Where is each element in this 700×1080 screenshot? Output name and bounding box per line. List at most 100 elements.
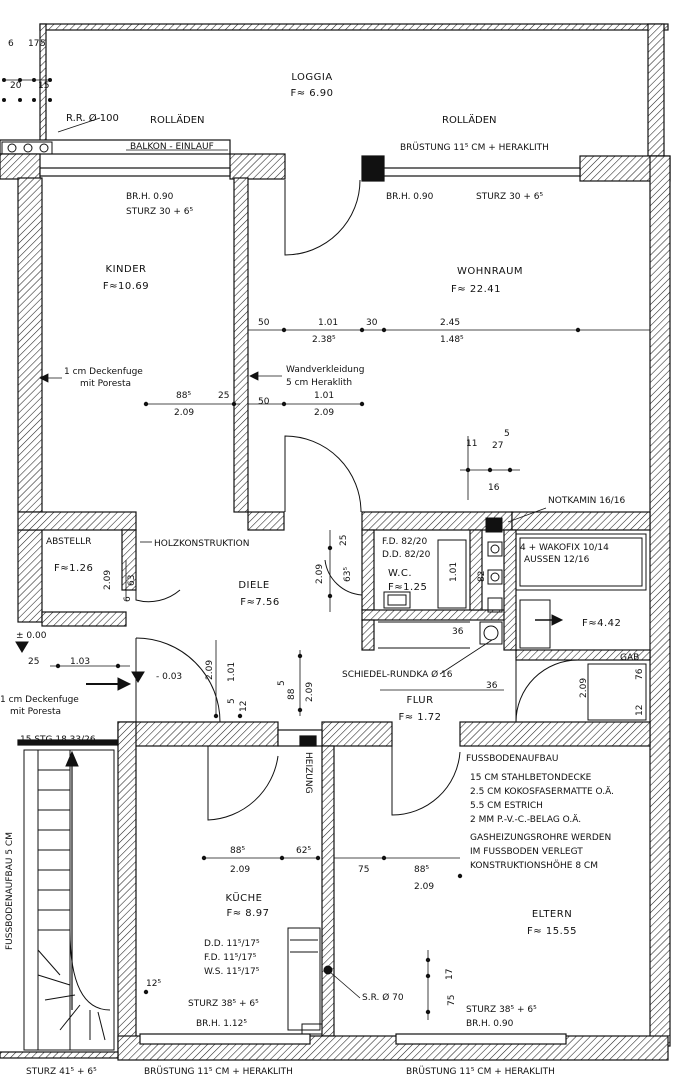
dim-label: 27 [492, 441, 503, 451]
room-area-kinder: F≈10.69 [103, 281, 149, 292]
dim-label: 1.48⁵ [440, 335, 464, 345]
room-labels: LOGGIA F≈ 6.90 KINDER F≈10.69 WOHNRAUM F… [46, 72, 621, 937]
label-kueche-brh: BR.H. 1.12⁵ [196, 1019, 247, 1029]
dimension-ticks [2, 78, 581, 1015]
room-area-wc: F≈1.25 [388, 582, 427, 593]
label-fb-title: FUSSBODENAUFBAU [466, 754, 558, 764]
dim-label: 75 [358, 865, 369, 875]
room-area-diele: F≈7.56 [240, 597, 279, 608]
dim-label: 30 [366, 318, 378, 328]
dimension-labels: 50 1.01 2.38⁵ 30 2.45 1.48⁵ 88⁵ 2.09 25 … [8, 39, 645, 1006]
dim-label: 63⁵ [343, 567, 353, 582]
label-fb-7: KONSTRUKTIONSHÖHE 8 CM [470, 860, 598, 871]
room-name-abstellr: ABSTELLR [46, 537, 91, 547]
dim-label: 50 [258, 397, 270, 407]
label-stg: 15 STG 18.33/26 [20, 735, 96, 745]
room-area-flur: F≈ 1.72 [398, 712, 441, 723]
label-fd: F.D. 82/20 [382, 537, 427, 547]
dim-label: 20 [10, 81, 22, 91]
room-area-bad: F≈4.42 [582, 618, 621, 629]
dim-label: 2.09 [230, 865, 250, 875]
dim-label: 12 [635, 705, 645, 716]
dim-label: 1.01 [227, 662, 237, 682]
dim-label: 17 [445, 969, 455, 980]
label-sturz-bottom: STURZ 41⁵ + 6⁵ [26, 1067, 97, 1077]
dim-label: 1.01 [449, 562, 459, 582]
door-swings [135, 179, 579, 821]
dim-label: 82 [477, 571, 487, 582]
label-wohn-brh: BR.H. 0.90 [386, 192, 434, 202]
room-area-wohnraum: F≈ 22.41 [451, 284, 501, 295]
label-wandverkleidung-2: 5 cm Heraklith [286, 378, 352, 388]
dim-label: 25 [339, 535, 349, 546]
dim-label: 88⁵ [414, 865, 429, 875]
room-area-loggia: F≈ 6.90 [290, 88, 333, 99]
room-area-kueche: F≈ 8.97 [226, 908, 269, 919]
label-notkamin: NOTKAMIN 16/16 [548, 496, 625, 506]
dim-label: 2.45 [440, 318, 460, 328]
dim-label: 2.09 [205, 660, 215, 680]
label-door-dd: D.D. 11⁵/17⁵ [204, 939, 260, 949]
label-deckenfuge-b1: 1 cm Deckenfuge [0, 695, 79, 705]
label-rolladen-right: ROLLÄDEN [442, 113, 497, 126]
room-name-flur: FLUR [406, 695, 433, 706]
dim-label: 2.09 [414, 882, 434, 892]
label-niveau-0: ± 0.00 [16, 631, 47, 641]
dim-label: 36 [486, 681, 498, 691]
dim-label: 2.09 [315, 564, 325, 584]
label-heizung: HEIZUNG [303, 752, 313, 794]
dim-label: 50 [258, 318, 270, 328]
dim-label: 25 [218, 391, 229, 401]
room-area-abstellr: F≈1.26 [54, 563, 93, 574]
dim-label: 1.01 [314, 391, 334, 401]
label-kinder-sturz: STURZ 30 + 6⁵ [126, 207, 194, 217]
label-fb-1: 15 CM STAHLBETONDECKE [470, 773, 592, 783]
label-wandverkleidung-1: Wandverkleidung [286, 365, 364, 375]
label-bruestung-bottom-right: BRÜSTUNG 11⁵ CM + HERAKLITH [406, 1066, 555, 1077]
dim-label: 17 [28, 39, 39, 49]
dim-label: 12⁵ [146, 979, 161, 989]
label-door-fd: F.D. 11⁵/17⁵ [204, 953, 257, 963]
label-schiedel: SCHIEDEL-RUNDKA Ø 16 [342, 669, 453, 680]
label-wakofix-1: 4 + WAKOFIX 10/14 [520, 543, 609, 553]
label-bruestung-top: BRÜSTUNG 11⁵ CM + HERAKLITH [400, 142, 549, 153]
dim-label: 12 [239, 701, 249, 712]
dim-label: 2.09 [305, 682, 315, 702]
room-name-kinder: KINDER [106, 264, 147, 275]
dim-label: 5 [504, 429, 510, 439]
dim-label: 76 [635, 668, 645, 680]
label-fb-6: IM FUSSBODEN VERLEGT [470, 847, 583, 857]
leader-lines [39, 117, 547, 999]
dim-label: 2.09 [103, 570, 113, 590]
dim-label: 88⁵ [176, 391, 191, 401]
dim-label: 1.01 [318, 318, 338, 328]
room-name-eltern: ELTERN [532, 909, 572, 920]
room-name-wohnraum: WOHNRAUM [457, 266, 523, 277]
label-fb-3: 5.5 CM ESTRICH [470, 801, 543, 811]
label-sr: S.R. Ø 70 [362, 992, 404, 1003]
dim-label: 88⁵ [230, 846, 245, 856]
label-fb-5: GASHEIZUNGSROHRE WERDEN [470, 833, 611, 843]
room-name-loggia: LOGGIA [291, 72, 332, 83]
label-eltern-brh: BR.H. 0.90 [466, 1019, 514, 1029]
label-wohn-sturz: STURZ 30 + 6⁵ [476, 192, 544, 202]
label-deckenfuge-2: mit Poresta [80, 379, 131, 389]
label-fb-2: 2.5 CM KOKOSFASERMATTE O.Ä. [470, 786, 614, 797]
dim-label: 2.09 [174, 408, 194, 418]
dim-label: 1.03 [70, 657, 90, 667]
label-balkon-einlauf: BALKON - EINLAUF [130, 142, 214, 152]
label-dd: D.D. 82/20 [382, 550, 431, 560]
dim-label: 6 [123, 596, 133, 602]
dim-label: 5 [277, 680, 287, 686]
dim-label: 63 [127, 575, 137, 586]
walls [0, 23, 671, 1061]
dim-label: 88 [287, 688, 297, 700]
dim-label: 62⁵ [296, 846, 311, 856]
dim-label: 5 [40, 39, 46, 49]
dim-label: 15 [38, 81, 49, 91]
annotations: ROLLÄDEN ROLLÄDEN R.R. Ø 100 BALKON - EI… [0, 112, 639, 1077]
label-holzkonstruktion: HOLZKONSTRUKTION [154, 539, 249, 549]
label-door-ws: W.S. 11⁵/17⁵ [204, 967, 260, 977]
fixtures [1, 141, 647, 1035]
